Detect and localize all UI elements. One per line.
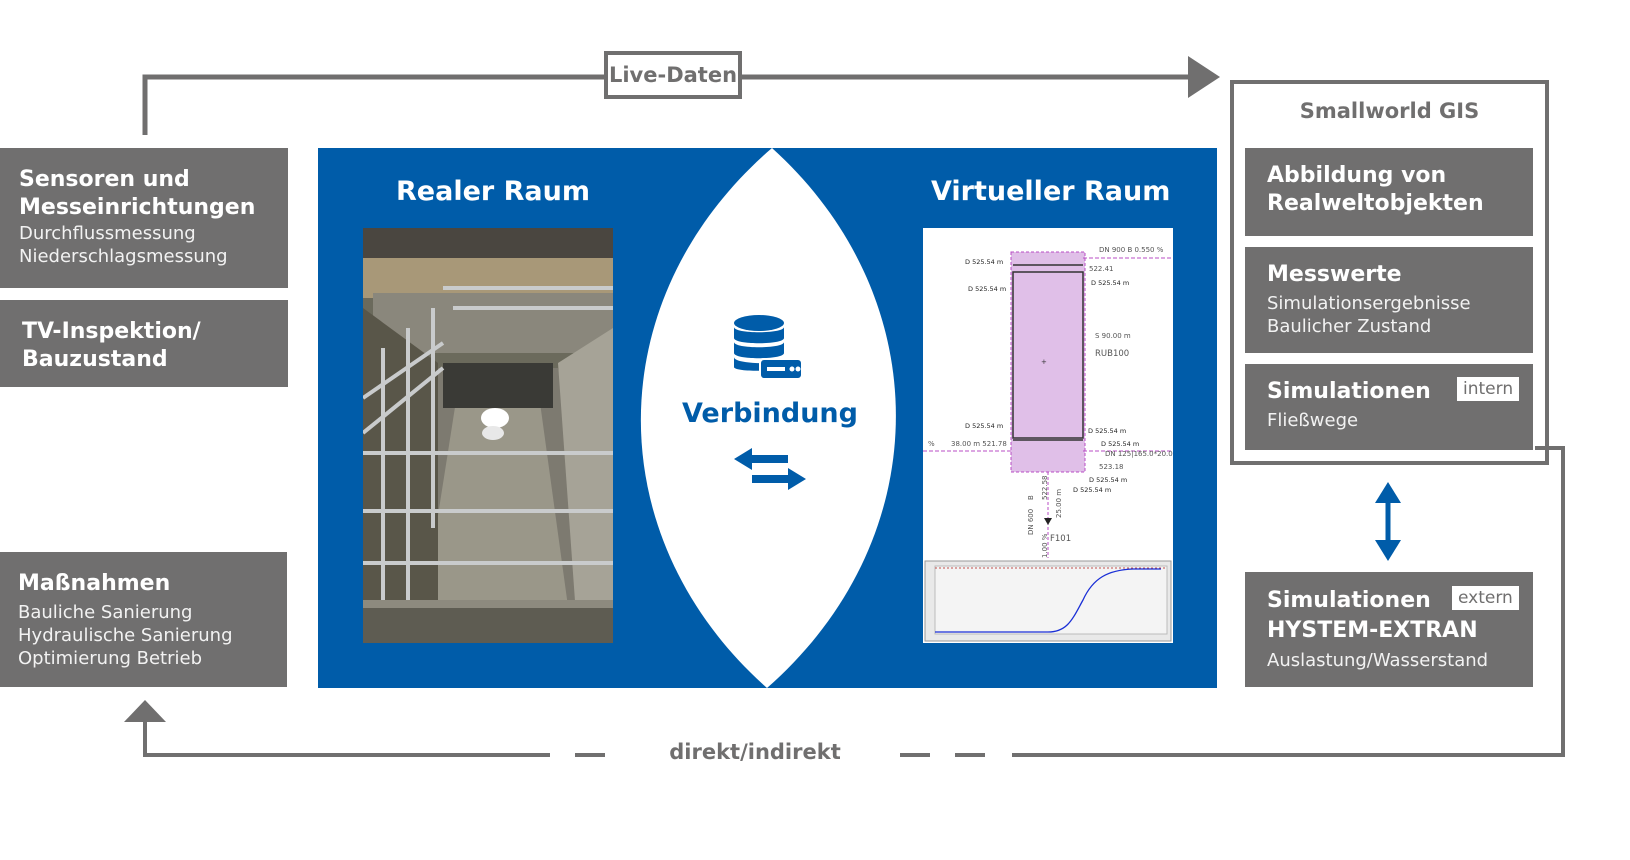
gis-title: Smallworld GIS bbox=[1299, 99, 1480, 123]
intern-badge: intern bbox=[1457, 377, 1520, 401]
cad-dn600: DN 600 bbox=[1027, 509, 1035, 535]
feedback-line bbox=[1012, 446, 1565, 757]
virtual-space-cad: + D 525.54 m D 525.54 m D 525.54 m D 525… bbox=[923, 228, 1173, 643]
external-simulation-line-1: Auslastung/Wasserstand bbox=[1267, 650, 1489, 671]
d-label-4: D 525.54 m bbox=[965, 422, 1003, 430]
simulation-curve bbox=[935, 568, 1161, 633]
feedback-arrowhead bbox=[124, 700, 166, 722]
measurements-box: Messwerte Simulationsergebnisse Bauliche… bbox=[1245, 247, 1533, 353]
real-space-photo bbox=[363, 228, 613, 643]
cad-dn600-slope: 1.00 % bbox=[1041, 533, 1049, 558]
d-label-1: D 525.54 m bbox=[965, 258, 1003, 266]
external-simulation-title-1: Simulationen bbox=[1267, 588, 1431, 613]
virtual-space-title: Virtueller Raum bbox=[931, 176, 1171, 207]
cad-dn900: DN 900 B 0.550 % bbox=[1099, 246, 1164, 254]
cad-dn600-b: B bbox=[1027, 495, 1035, 500]
tv-inspection-box: TV-Inspektion/ Bauzustand bbox=[0, 300, 288, 387]
cad-dn600-len: 25.00 m bbox=[1055, 489, 1063, 518]
sensors-line-1: Durchflussmessung bbox=[19, 223, 196, 244]
tv-title-1: TV-Inspektion/ bbox=[22, 319, 201, 344]
gis-sim-arrow-down bbox=[1375, 540, 1401, 561]
measures-line-1: Bauliche Sanierung bbox=[18, 602, 193, 623]
real-objects-title-2: Realweltobjekten bbox=[1267, 191, 1484, 216]
external-simulation-title-2: HYSTEM-EXTRAN bbox=[1267, 618, 1478, 643]
measurements-line-2: Baulicher Zustand bbox=[1267, 316, 1432, 337]
internal-simulation-title: Simulationen bbox=[1267, 379, 1431, 404]
live-data-label: Live-Daten bbox=[604, 51, 742, 99]
measurements-line-1: Simulationsergebnisse bbox=[1267, 293, 1471, 314]
live-data-arrowhead bbox=[1188, 56, 1220, 98]
extern-badge: extern bbox=[1452, 586, 1519, 610]
measurements-title: Messwerte bbox=[1267, 262, 1402, 287]
real-space-title: Realer Raum bbox=[396, 176, 590, 207]
sensors-title-2: Messeinrichtungen bbox=[19, 195, 256, 220]
internal-simulation-line-1: Fließwege bbox=[1267, 410, 1359, 431]
d-label-6: D 525.54 m bbox=[1101, 440, 1139, 448]
live-data-line bbox=[142, 74, 1190, 135]
connection-lens bbox=[640, 148, 896, 688]
measures-title: Maßnahmen bbox=[18, 571, 171, 596]
d-label-5: D 525.54 m bbox=[1088, 427, 1126, 435]
cad-dn900-level: 522.41 bbox=[1089, 265, 1114, 273]
gis-sim-arrow-up bbox=[1375, 482, 1401, 503]
cad-dn125: DN 125|165.0*20.0 bbox=[1105, 450, 1173, 458]
real-objects-title-1: Abbildung von bbox=[1267, 163, 1447, 188]
feedback-line-left bbox=[143, 720, 520, 757]
basin-rub100 bbox=[1010, 251, 1086, 473]
sensors-title-1: Sensoren und bbox=[19, 167, 190, 192]
connection-label: Verbindung bbox=[682, 398, 858, 429]
cad-dn600-level: 522.58 bbox=[1041, 476, 1049, 501]
database-server-icon bbox=[734, 315, 803, 380]
sensors-line-2: Niederschlagsmessung bbox=[19, 246, 228, 267]
exchange-arrows-icon bbox=[734, 448, 806, 490]
measures-line-2: Hydraulische Sanierung bbox=[18, 625, 233, 646]
d-label-2: D 525.54 m bbox=[968, 285, 1006, 293]
cad-pct-left: % bbox=[928, 440, 935, 448]
real-objects-box: Abbildung von Realweltobjekten bbox=[1245, 148, 1533, 236]
digital-twin-panel: Realer Raum Virtueller Raum Verbindung bbox=[318, 148, 1217, 688]
tv-title-2: Bauzustand bbox=[22, 347, 168, 372]
d-label-3: D 525.54 m bbox=[1091, 279, 1129, 287]
cad-dn125-level: 523.18 bbox=[1099, 463, 1124, 471]
d-label-7: D 525.54 m bbox=[1089, 476, 1127, 484]
sensors-box: Sensoren und Messeinrichtungen Durchflus… bbox=[0, 148, 288, 288]
cad-rub100: RUB100 bbox=[1095, 349, 1129, 359]
measures-line-3: Optimierung Betrieb bbox=[18, 648, 203, 669]
cad-left-pipe: 38.00 m 521.78 bbox=[951, 440, 1007, 448]
measures-box: Maßnahmen Bauliche Sanierung Hydraulisch… bbox=[0, 552, 287, 687]
external-simulation-box: Simulationen HYSTEM-EXTRAN Auslastung/Wa… bbox=[1245, 572, 1533, 687]
cad-f101: F101 bbox=[1050, 534, 1071, 544]
svg-text:+: + bbox=[1041, 358, 1047, 366]
internal-simulation-box: Simulationen Fließwege intern bbox=[1245, 364, 1533, 450]
d-label-8: D 525.54 m bbox=[1073, 486, 1111, 494]
gis-frame bbox=[1230, 80, 1549, 465]
feedback-label: direkt/indirekt bbox=[669, 740, 841, 764]
cad-s90: S 90.00 m bbox=[1095, 332, 1131, 340]
